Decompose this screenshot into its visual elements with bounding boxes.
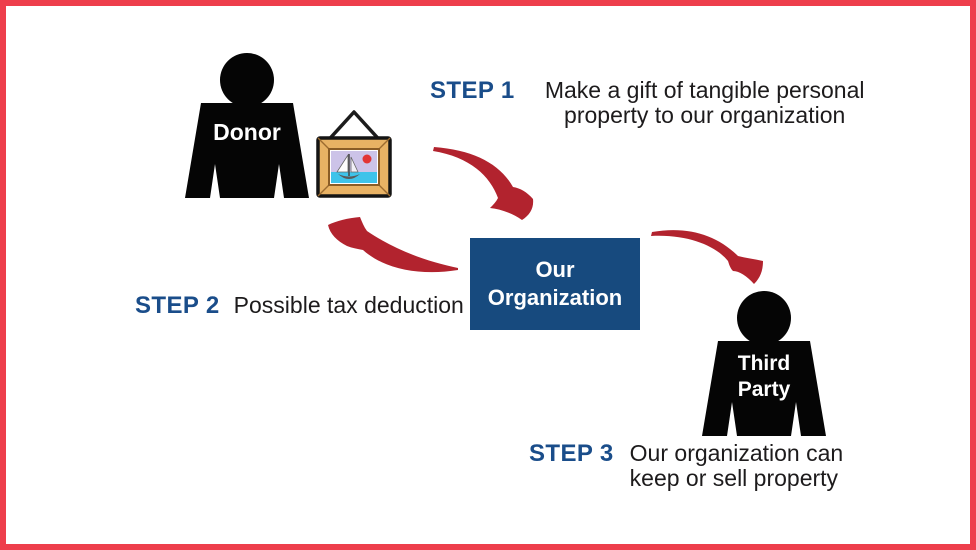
person-silhouette-icon: [185, 53, 309, 198]
step-1-text: STEP 1 Make a gift of tangible personal …: [430, 77, 882, 128]
step-1-label: STEP 1: [430, 77, 515, 104]
step-2-description: Possible tax deduction: [233, 292, 464, 318]
person-silhouette-icon: [702, 291, 826, 436]
organization-label-line1: Our: [535, 257, 575, 282]
donor-figure: Donor: [184, 53, 310, 199]
step-1-description: Make a gift of tangible personal propert…: [544, 77, 865, 128]
donor-label: Donor: [213, 119, 281, 145]
step-3-label: STEP 3: [529, 440, 614, 467]
step-3-description: Our organization can keep or sell proper…: [629, 440, 844, 491]
organization-label-line2: Organization: [487, 285, 623, 310]
framed-picture-icon: [316, 110, 392, 198]
step-3-arrow-icon: [651, 230, 763, 284]
step-2-text: STEP 2 Possible tax deduction: [135, 292, 464, 320]
step-3-text: STEP 3 Our organization can keep or sell…: [529, 440, 843, 491]
step-2-label: STEP 2: [135, 292, 220, 319]
third-party-figure: Third Party: [701, 291, 827, 437]
step-2-arrow-icon: [328, 217, 458, 273]
third-party-label: Third Party: [737, 352, 791, 401]
organization-box: Our Organization: [470, 238, 640, 330]
step-1-arrow-icon: [433, 147, 534, 220]
